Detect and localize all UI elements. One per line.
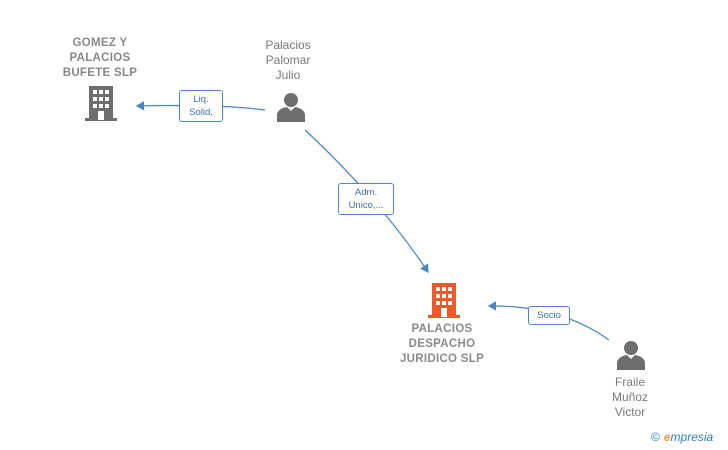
person-icon[interactable] <box>276 92 306 122</box>
copyright-icon: © <box>651 430 660 444</box>
main-building-icon[interactable] <box>428 282 460 318</box>
edge-label-adm-unico[interactable]: Adm. Unico,... <box>338 183 394 215</box>
company-label-main: PALACIOS DESPACHO JURIDICO SLP <box>399 323 485 365</box>
empresia-logo: ©empresia <box>651 430 714 444</box>
building-icon[interactable] <box>85 85 117 121</box>
edge-label-liq-solid[interactable]: Liq. Solid. <box>179 90 223 122</box>
person-icon[interactable] <box>616 340 646 370</box>
edge-label-socio[interactable]: Socio <box>528 306 570 325</box>
person-label-palacios-julio: Palacios Palomar Julio <box>265 38 311 82</box>
company-label-gomez: GOMEZ Y PALACIOS BUFETE SLP <box>62 37 138 79</box>
person-label-fraile: Fraile Muñoz Victor <box>611 375 649 419</box>
